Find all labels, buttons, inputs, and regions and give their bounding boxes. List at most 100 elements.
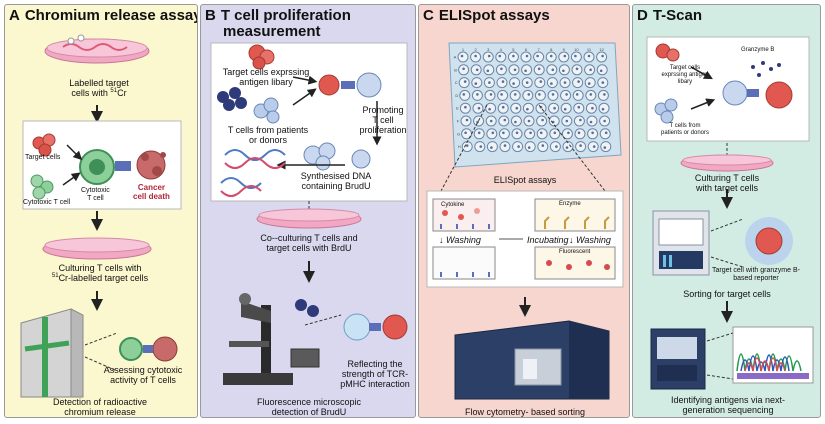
plate-well: [471, 77, 483, 89]
assessing-label: Assessing cytotoxic activity of T cells: [91, 365, 195, 385]
culturing-line1: Culturing T cells with: [58, 263, 142, 273]
panel-d-title-text: T-Scan: [652, 7, 703, 24]
panel-c-letter: C: [423, 7, 434, 24]
sequencing-chromatogram-icon: [732, 326, 814, 384]
brdu-molecules-icon: [217, 87, 247, 111]
plate-well-spot: [462, 67, 465, 71]
incubating-label: Incubating: [527, 235, 569, 245]
assessing-line1: Assessing cytotoxic: [103, 365, 183, 375]
cancer-line1: Cancer: [137, 183, 166, 192]
plate-col-label: 11: [587, 47, 592, 52]
panel-b-artwork: [210, 42, 408, 385]
plate-well: [498, 128, 510, 140]
plate-well-spot: [502, 131, 505, 135]
fluorescence-microscope-icon: [223, 293, 320, 385]
plate-well-spot: [589, 120, 593, 124]
well-blank-icon: [432, 246, 496, 280]
plate-col-label: 6: [525, 47, 528, 52]
b-co-line2: target cells with BrdU: [266, 243, 352, 253]
d-culturing-line2: with target cells: [695, 183, 759, 193]
plate-well-spot: [476, 120, 479, 124]
plate-well: [536, 115, 548, 127]
well-enzyme-icon: [534, 198, 616, 232]
plate-well-spot: [462, 93, 466, 96]
b-target-line1: Target cells exprssing: [222, 67, 310, 77]
plate-well-spot: [525, 54, 529, 58]
plate-well: [495, 51, 507, 63]
fluorescent-label: Fluorescent: [559, 249, 591, 255]
panel-a-letter: A: [9, 7, 20, 24]
plate-well-spot: [592, 145, 596, 148]
washing-b-text: Washing: [576, 235, 611, 245]
plate-well-spot: [491, 131, 495, 135]
plate-col-label: 3: [487, 47, 490, 52]
flow-caption: Flow cytometry- based sorting: [464, 407, 586, 417]
sequencer-icon: [650, 328, 706, 390]
plate-well-spot: [591, 106, 594, 110]
plate-well: [522, 102, 534, 114]
d-ident-line1: Identifying antigens via next-: [670, 395, 786, 405]
plate-well: [586, 115, 598, 127]
tcr-mhc-icon: [115, 161, 131, 171]
plate-well: [510, 115, 522, 127]
labelled-target-cells-with: cells with: [71, 88, 108, 98]
plate-row-label: E: [456, 106, 459, 111]
d-target-line3: libary: [677, 79, 693, 85]
b-tcells-label: T cells from patients or donors: [213, 125, 323, 145]
plate-well-spot: [500, 93, 503, 96]
plate-well-spot: [563, 54, 567, 58]
d-sorting-label: Sorting for target cells: [683, 289, 771, 299]
plate-well-spot: [551, 68, 555, 72]
plate-well-spot: [517, 145, 520, 148]
target-cells-antigen-icon: [248, 44, 275, 70]
brdu-detection-icon: [295, 299, 408, 341]
b-tcells-line2: or donors: [248, 135, 288, 145]
plate-well-spot: [464, 131, 467, 135]
b-synth-line2: containing BrudU: [301, 181, 371, 191]
b-promoting-line2: T cell: [372, 115, 394, 125]
plate-well: [560, 89, 572, 101]
plate-well-spot: [474, 82, 478, 85]
plate-well-spot: [479, 145, 483, 148]
inset-cytotoxic-line2: T cell: [87, 195, 104, 202]
isotope-el: Cr: [117, 88, 127, 98]
detection-line1: Detection of radioactive: [52, 397, 148, 407]
t-cells-donor-icon: [253, 97, 280, 124]
plate-well: [596, 51, 608, 63]
plate-well: [546, 77, 558, 89]
plate-well-spot: [512, 54, 515, 58]
b-promoting-line1: Promoting: [362, 105, 404, 115]
plate-well-spot: [524, 69, 527, 73]
d-ident-label: Identifying antigens via next- generatio…: [651, 395, 805, 415]
plate-well-spot: [477, 106, 481, 110]
b-target-label: Target cells exprssing antigen libary: [211, 67, 321, 87]
detection-label: Detection of radioactive chromium releas…: [35, 397, 165, 417]
washing-b-label: ↓ Washing: [569, 235, 611, 245]
culturing-label: Culturing T cells with 51Cr-labelled tar…: [35, 263, 165, 283]
plate-well: [558, 64, 570, 76]
plate-well-spot: [489, 119, 493, 123]
plate-well-spot: [587, 54, 591, 58]
plate-well: [497, 89, 509, 101]
plate-well: [570, 51, 582, 63]
culturing-line2-rest: Cr-labelled target cells: [58, 273, 149, 283]
plate-well-spot: [589, 93, 593, 96]
plate-well: [561, 128, 573, 140]
co-culture-dish-icon: [256, 208, 362, 229]
plate-well: [524, 128, 536, 140]
plate-well-spot: [567, 131, 570, 135]
b-synth-label: Synthesised DNA containing BrudU: [281, 171, 391, 191]
cytokine-label: Cytokine: [441, 202, 465, 208]
plate-well-spot: [601, 54, 604, 58]
plate-well-spot: [527, 93, 531, 96]
plate-well-spot: [579, 118, 582, 122]
plate-well: [598, 102, 610, 114]
plate-well-spot: [565, 93, 568, 96]
plate-col-label: 9: [563, 47, 566, 52]
plate-well-spot: [601, 107, 605, 111]
plate-well-spot: [574, 54, 577, 58]
plate-well: [486, 128, 498, 140]
inset-cytotoxic-line1: Cytotoxic: [81, 187, 110, 194]
